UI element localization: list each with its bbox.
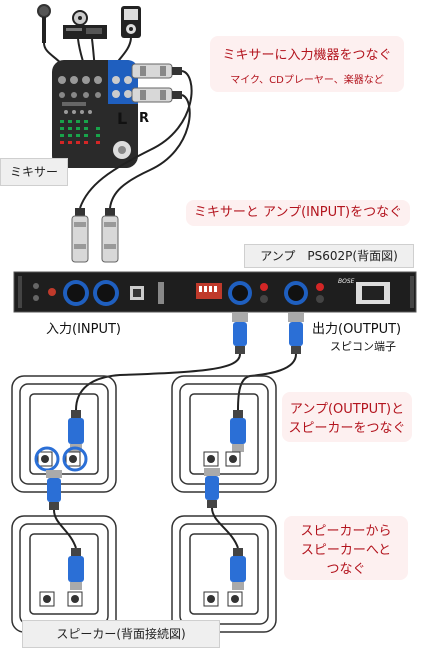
speaker-jack-pair-4 (203, 591, 243, 607)
speakon-plug-speaker-1-out (46, 470, 62, 510)
channel-l-label: L (117, 109, 127, 128)
speaker-back-3 (11, 515, 117, 633)
note-speaker-chain: スピーカーから スピーカーへと つなぐ (284, 516, 408, 580)
mixer-label: ミキサー (0, 158, 68, 186)
xlr-plug-to-amp-1 (71, 208, 89, 263)
speaker-back-1 (11, 375, 117, 493)
amp-brand-logo: BOSE (338, 278, 355, 285)
note-mixer-input-sub: マイク、CDプレーヤー、楽器など (230, 75, 384, 86)
music-player-icon (121, 6, 141, 38)
speakon-plug-speaker-3-in (68, 548, 84, 590)
speaker-jack-pair-3 (39, 591, 83, 607)
speakon-plug-speaker-2-in (230, 410, 246, 452)
mixer-device (52, 60, 138, 168)
amp-title-label: アンプ PS602P(背面図) (244, 244, 414, 268)
microphone-icon (37, 4, 51, 43)
speakon-plug-speaker-1-in (68, 410, 84, 452)
speaker-jack-pair-2 (203, 451, 241, 467)
xlr-plug-left (131, 63, 182, 79)
speakon-label: スピコン端子 (330, 340, 396, 353)
note-speaker-chain-line3: つなぐ (326, 562, 366, 577)
xlr-plug-to-amp-2 (101, 208, 119, 263)
note-mixer-input: ミキサーに入力機器をつなぐ マイク、CDプレーヤー、楽器など (210, 36, 404, 92)
amplifier-rear-panel (13, 271, 417, 313)
note-amp-to-speaker: アンプ(OUTPUT)と スピーカーをつなぐ (282, 392, 412, 442)
note-speaker-chain-line1: スピーカーから (300, 524, 392, 539)
speaker-back-4 (171, 515, 277, 633)
xlr-plug-right (131, 87, 182, 103)
cd-player-icon (63, 10, 107, 39)
note-mixer-input-title: ミキサーに入力機器をつなぐ (222, 48, 392, 63)
speakon-plug-output-2 (288, 312, 304, 354)
note-mixer-to-amp: ミキサーと アンプ(INPUT)をつなぐ (186, 200, 410, 226)
speakon-plug-output-1 (232, 312, 248, 354)
note-speaker-chain-line2: スピーカーへと (300, 543, 392, 558)
channel-r-label: R (139, 111, 149, 126)
speaker-back-label: スピーカー(背面接続図) (22, 620, 220, 648)
speakon-plug-speaker-4-in (230, 548, 246, 590)
note-amp-to-speaker-line2: スピーカーをつなぐ (288, 421, 406, 436)
speaker-jack-pair-1 (34, 446, 88, 472)
output-label: 出力(OUTPUT) (312, 322, 402, 337)
input-label: 入力(INPUT) (46, 322, 121, 337)
speaker-back-2 (171, 375, 277, 493)
note-amp-to-speaker-line1: アンプ(OUTPUT)と (289, 402, 405, 417)
speakon-plug-speaker-2-out (204, 468, 220, 508)
